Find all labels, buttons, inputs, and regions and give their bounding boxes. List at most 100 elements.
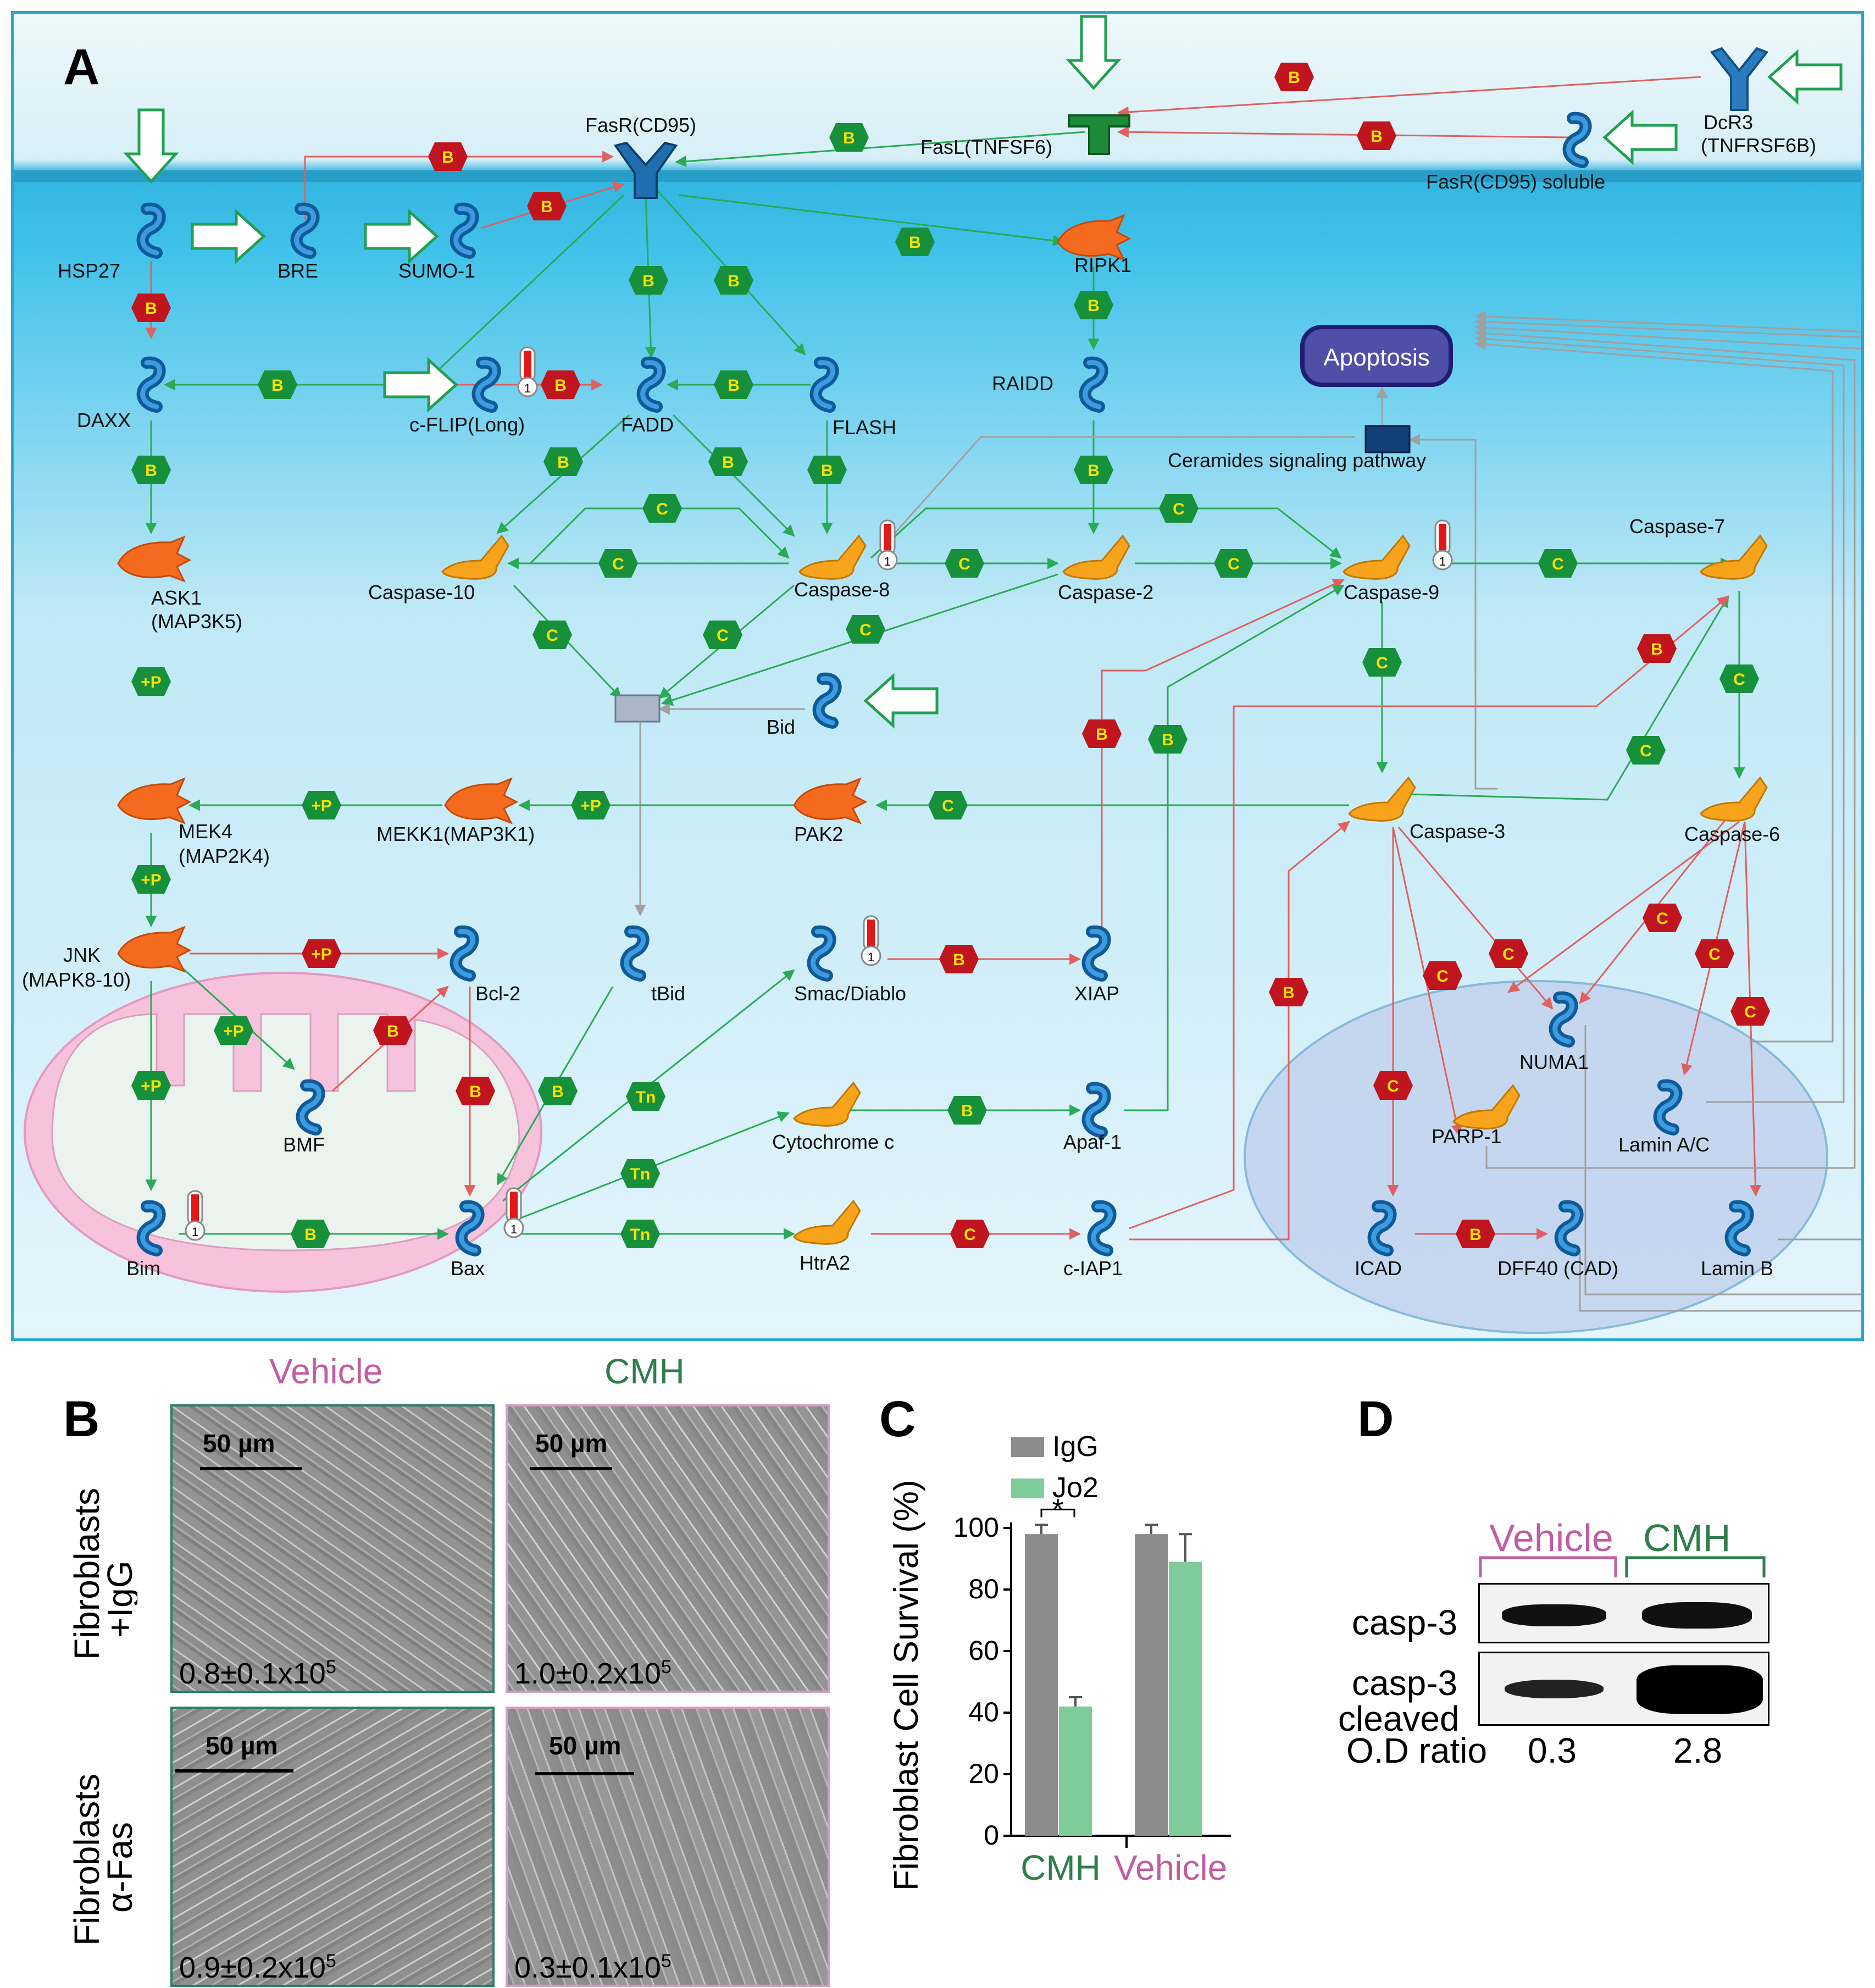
badge: C	[1719, 664, 1759, 693]
label-flash: FLASH	[833, 416, 896, 439]
svg-text:C: C	[717, 627, 729, 645]
label-caspase3: Caspase-3	[1410, 820, 1505, 843]
svg-text:C: C	[1708, 945, 1721, 963]
label-fasr-soluble: FasR(CD95) soluble	[1426, 170, 1605, 193]
x-category-label: Vehicle	[1114, 1848, 1227, 1887]
label-fadd: FADD	[621, 413, 674, 436]
micrograph-cmh-fas: 50 µm 0.3±0.1x105	[506, 1707, 830, 1987]
scale-bar	[530, 1467, 612, 1470]
badge: C	[703, 621, 742, 649]
label-dff40: DFF40 (CAD)	[1497, 1257, 1618, 1280]
label-ciap1: c-IAP1	[1063, 1257, 1123, 1280]
bar-igg-vehicle	[1135, 1534, 1168, 1836]
label-fasr: FasR(CD95)	[585, 114, 696, 136]
svg-text:B: B	[1088, 297, 1100, 315]
band	[1505, 1680, 1604, 1698]
badge: +P	[131, 865, 171, 894]
x-category-label: CMH	[1020, 1848, 1101, 1887]
svg-text:B: B	[909, 234, 921, 252]
svg-text:B: B	[271, 376, 284, 395]
label-fasl: FasL(TNFSF6)	[920, 136, 1052, 158]
badge: B	[714, 266, 753, 295]
label-ask1b: (MAP3K5)	[151, 610, 242, 633]
label-parp1: PARP-1	[1432, 1125, 1501, 1148]
svg-text:Tn: Tn	[630, 1226, 651, 1244]
badge: C	[1373, 1071, 1413, 1100]
expression-thermometer-icon: 1	[877, 519, 898, 571]
svg-text:C: C	[1744, 1003, 1756, 1021]
row-labels: Fibroblasts +IgG Fibroblasts α-Fas	[67, 1488, 137, 1946]
badge: B	[939, 945, 979, 973]
svg-text:B: B	[642, 272, 654, 290]
badge: B	[1148, 725, 1188, 754]
scale-label: 50 µm	[203, 1429, 275, 1458]
svg-text:B: B	[1096, 726, 1108, 744]
cell-count: 0.9±0.2x105	[179, 1951, 336, 1984]
label-caspase2: Caspase-2	[1058, 581, 1153, 603]
col-label-cmh: CMH	[604, 1352, 685, 1391]
badge: C	[928, 791, 968, 819]
badge: Tn	[620, 1220, 660, 1248]
badge: B	[714, 370, 753, 399]
svg-text:B: B	[442, 148, 454, 167]
svg-text:C: C	[1436, 967, 1449, 985]
svg-text:+P: +P	[311, 797, 332, 815]
badge: +P	[214, 1016, 253, 1045]
badge: B	[543, 447, 583, 476]
svg-text:C: C	[546, 627, 558, 645]
svg-text:B: B	[1088, 462, 1100, 480]
svg-text:B: B	[1162, 731, 1174, 749]
panel-label-c: C	[879, 1391, 916, 1447]
label-raidd: RAIDD	[992, 372, 1053, 395]
svg-text:B: B	[469, 1083, 481, 1101]
row2-label-b: α-Fas	[100, 1822, 137, 1913]
fasr-receptor-icon	[613, 141, 678, 199]
badge: B	[291, 1220, 330, 1248]
apoptosis-node: Apoptosis	[1300, 325, 1453, 387]
svg-text:B: B	[557, 453, 569, 472]
badge: C	[1423, 961, 1462, 990]
svg-text:+P: +P	[141, 1077, 162, 1095]
label-numa1: NUMA1	[1519, 1051, 1589, 1073]
svg-text:B: B	[1283, 984, 1295, 1002]
scale-bar	[200, 1467, 302, 1470]
svg-text:C: C	[1387, 1077, 1399, 1095]
svg-text:B: B	[541, 198, 553, 216]
scale-label: 50 µm	[206, 1731, 278, 1760]
y-tick-label: 20	[968, 1758, 999, 1789]
label-bre: BRE	[278, 259, 318, 282]
complex-node	[614, 694, 661, 723]
band	[1637, 1665, 1763, 1714]
badge: B	[258, 370, 297, 399]
label-ceramides: Ceramides signaling pathway	[1168, 449, 1426, 472]
panel-label-a: A	[63, 39, 100, 95]
badge: C	[598, 549, 638, 578]
pathway-panel: B B B B B B B B B B B B B B B B B B C C …	[11, 11, 1864, 1341]
label-ripk1: RIPK1	[1074, 254, 1131, 276]
label-smac: Smac/Diablo	[794, 982, 906, 1005]
label-cflip: c-FLIP(Long)	[409, 413, 525, 436]
row2-label-a: Fibroblasts	[67, 1774, 107, 1946]
badge: B	[1082, 719, 1122, 748]
label-caspase6: Caspase-6	[1684, 823, 1780, 845]
badge: B	[1074, 456, 1113, 484]
badge: B	[538, 1077, 578, 1105]
pathway-badges: B B B B B B B B B B B B B B B B B B C C …	[131, 63, 1770, 1248]
label-xiap: XIAP	[1074, 982, 1119, 1005]
badge: C	[1730, 997, 1770, 1026]
blot-casp3	[1478, 1583, 1769, 1643]
label-jnkb: (MAPK8-10)	[22, 968, 131, 991]
label-pak2: PAK2	[794, 823, 843, 845]
svg-text:B: B	[728, 272, 740, 290]
scale-label: 50 µm	[535, 1429, 608, 1458]
svg-text:B: B	[554, 376, 567, 395]
label-jnk: JNK	[63, 944, 101, 966]
expression-thermometer-icon: 1	[503, 1187, 524, 1238]
expression-thermometer-icon: 1	[517, 346, 538, 397]
label-daxx: DAXX	[77, 409, 131, 431]
label-bax: Bax	[451, 1257, 485, 1280]
svg-text:B: B	[728, 376, 740, 395]
svg-text:C: C	[1502, 945, 1515, 963]
blot-label-cmh: CMH	[1643, 1516, 1731, 1559]
